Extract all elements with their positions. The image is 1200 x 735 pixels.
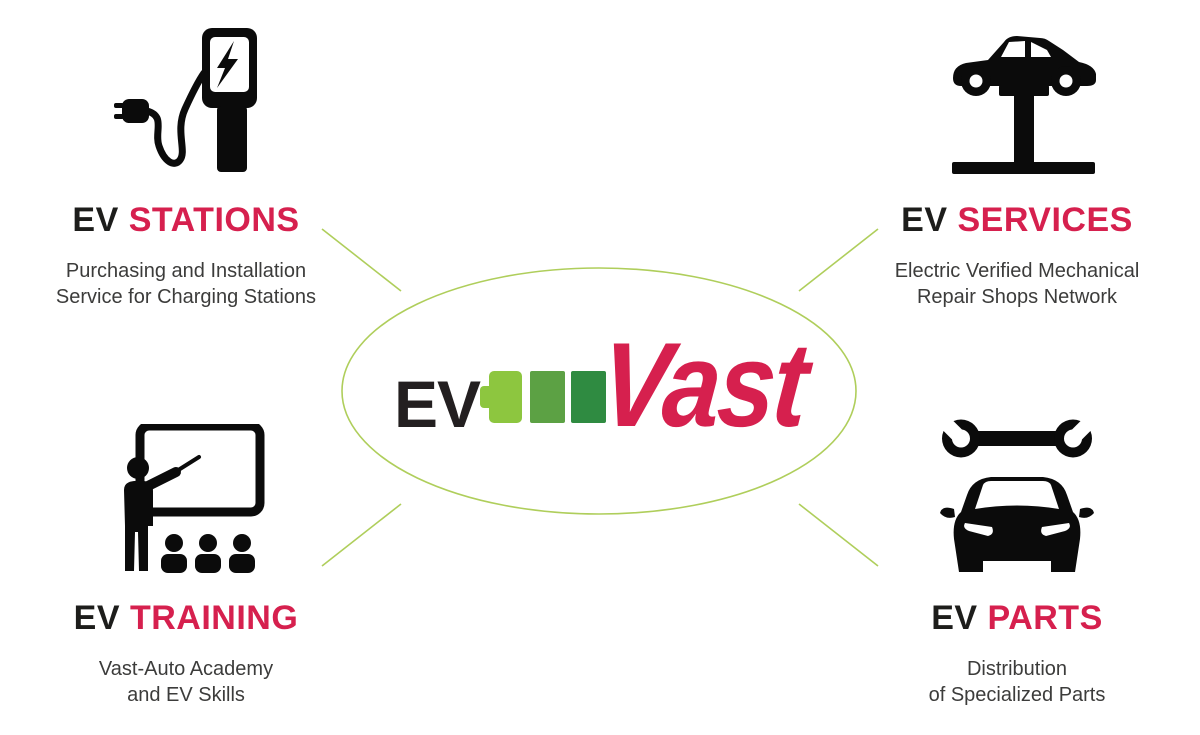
subtitle-line: and EV Skills	[127, 684, 245, 706]
title-prefix: EV	[931, 599, 978, 637]
subtitle-line: Distribution	[966, 658, 1068, 680]
ev-parts-icon-box	[857, 417, 1177, 578]
ev-stations-icon-box	[26, 26, 346, 178]
title-prefix: EV	[73, 599, 121, 637]
subtitle-line: Purchasing and Installation	[65, 260, 307, 282]
ev-training-icon-box	[26, 420, 346, 578]
quadrant-ev-services: EV SERVICES Electric Verified Mechanical…	[857, 26, 1177, 310]
ev-parts-subtitle: Distribution of Specialized Parts	[857, 656, 1177, 708]
subtitle-line: Electric Verified Mechanical	[894, 260, 1140, 282]
ev-stations-title: EV STATIONS	[26, 202, 346, 238]
title-word: STATIONS	[128, 201, 300, 239]
wrench-and-car-icon	[940, 417, 1094, 572]
ev-training-subtitle: Vast-Auto Academy and EV Skills	[26, 656, 346, 708]
title-prefix: EV	[901, 201, 948, 239]
car-on-lift-icon	[951, 35, 1096, 174]
subtitle-line: Vast-Auto Academy	[98, 658, 274, 680]
ev-stations-subtitle: Purchasing and Installation Service for …	[26, 258, 346, 310]
center-ellipse	[341, 267, 857, 515]
quadrant-ev-parts: EV PARTS Distribution of Specialized Par…	[857, 417, 1177, 708]
ev-training-title: EV TRAINING	[26, 600, 346, 636]
ev-charging-station-icon	[113, 28, 257, 172]
logo-ev-text: EV	[394, 367, 481, 441]
connector-line-stations	[321, 228, 402, 292]
title-prefix: EV	[72, 201, 119, 239]
connector-line-services	[798, 228, 879, 292]
logo-vast-text: Vast	[595, 318, 812, 452]
ev-services-subtitle: Electric Verified Mechanical Repair Shop…	[857, 258, 1177, 310]
quadrant-ev-training: EV TRAINING Vast-Auto Academy and EV Ski…	[26, 420, 346, 708]
ev-services-title: EV SERVICES	[857, 202, 1177, 238]
quadrant-ev-stations: EV STATIONS Purchasing and Installation …	[26, 26, 346, 310]
ev-services-icon-box	[857, 26, 1177, 178]
subtitle-line: of Specialized Parts	[928, 684, 1106, 706]
subtitle-line: Repair Shops Network	[916, 286, 1118, 308]
instructor-training-icon	[124, 424, 265, 573]
connector-line-training	[321, 503, 402, 567]
subtitle-line: Service for Charging Stations	[55, 286, 317, 308]
connector-line-parts	[798, 503, 879, 567]
title-word: PARTS	[987, 599, 1103, 637]
ev-parts-title: EV PARTS	[857, 600, 1177, 636]
battery-icon	[480, 371, 606, 423]
title-word: SERVICES	[957, 201, 1133, 239]
title-word: TRAINING	[129, 599, 299, 637]
